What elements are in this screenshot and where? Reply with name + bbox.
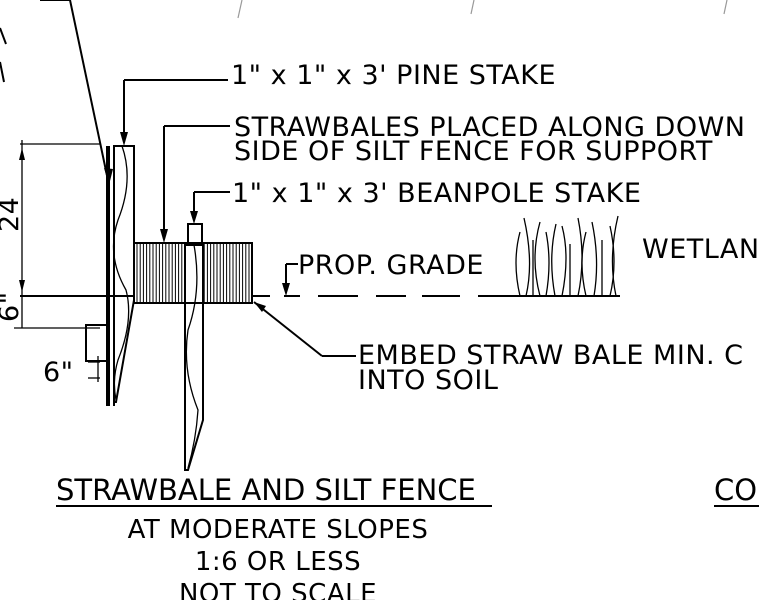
strawbales-label-line2: SIDE OF SILT FENCE FOR SUPPORT bbox=[234, 136, 713, 167]
prop-grade-label: PROP. GRADE bbox=[298, 250, 484, 281]
embed-label-line1: EMBED STRAW BALE MIN. C bbox=[358, 340, 744, 371]
sheet-tick-2 bbox=[470, 0, 475, 15]
pine-stake-label: 1" x 1" x 3' PINE STAKE bbox=[231, 60, 556, 91]
left-edge-fragments bbox=[0, 27, 7, 83]
beanpole-stake-label: 1" x 1" x 3' BEANPOLE STAKE bbox=[232, 178, 641, 209]
strawbale bbox=[133, 242, 253, 304]
wetland-vegetation-icon bbox=[515, 215, 619, 297]
pine-stake-leader bbox=[120, 79, 228, 146]
embed-leader bbox=[253, 301, 356, 357]
detail-title: STRAWBALE AND SILT FENCE bbox=[56, 473, 476, 507]
detail-subtitle-2: 1:6 OR LESS bbox=[195, 547, 361, 577]
dimension-6-horizontal-label: 6" bbox=[43, 357, 74, 388]
embed-label-line2: INTO SOIL bbox=[358, 365, 498, 396]
prop-grade-leader bbox=[282, 263, 298, 296]
wetland-label: WETLAND bbox=[642, 234, 759, 265]
detail-subtitle-3: NOT TO SCALE bbox=[179, 579, 377, 600]
strawbales-label-line1: STRAWBALES PLACED ALONG DOWN bbox=[234, 112, 745, 143]
pine-stake bbox=[112, 145, 135, 403]
sheet-tick-3 bbox=[723, 0, 728, 15]
beanpole-stake bbox=[184, 223, 204, 471]
sheet-tick-1 bbox=[237, 0, 243, 19]
fence-toe-block bbox=[85, 324, 109, 362]
dimension-6-vertical-label: 6" bbox=[0, 291, 25, 322]
detail-subtitle-1: AT MODERATE SLOPES bbox=[128, 515, 429, 545]
silt-fence-leader bbox=[40, 0, 113, 186]
beanpole-leader bbox=[190, 191, 230, 224]
dimension-24-label: 24 bbox=[0, 197, 25, 232]
dimension-6-horizontal bbox=[88, 356, 100, 382]
strawbales-leader bbox=[160, 125, 230, 243]
dimension-24 bbox=[14, 140, 100, 329]
right-detail-title: CON bbox=[714, 473, 759, 507]
